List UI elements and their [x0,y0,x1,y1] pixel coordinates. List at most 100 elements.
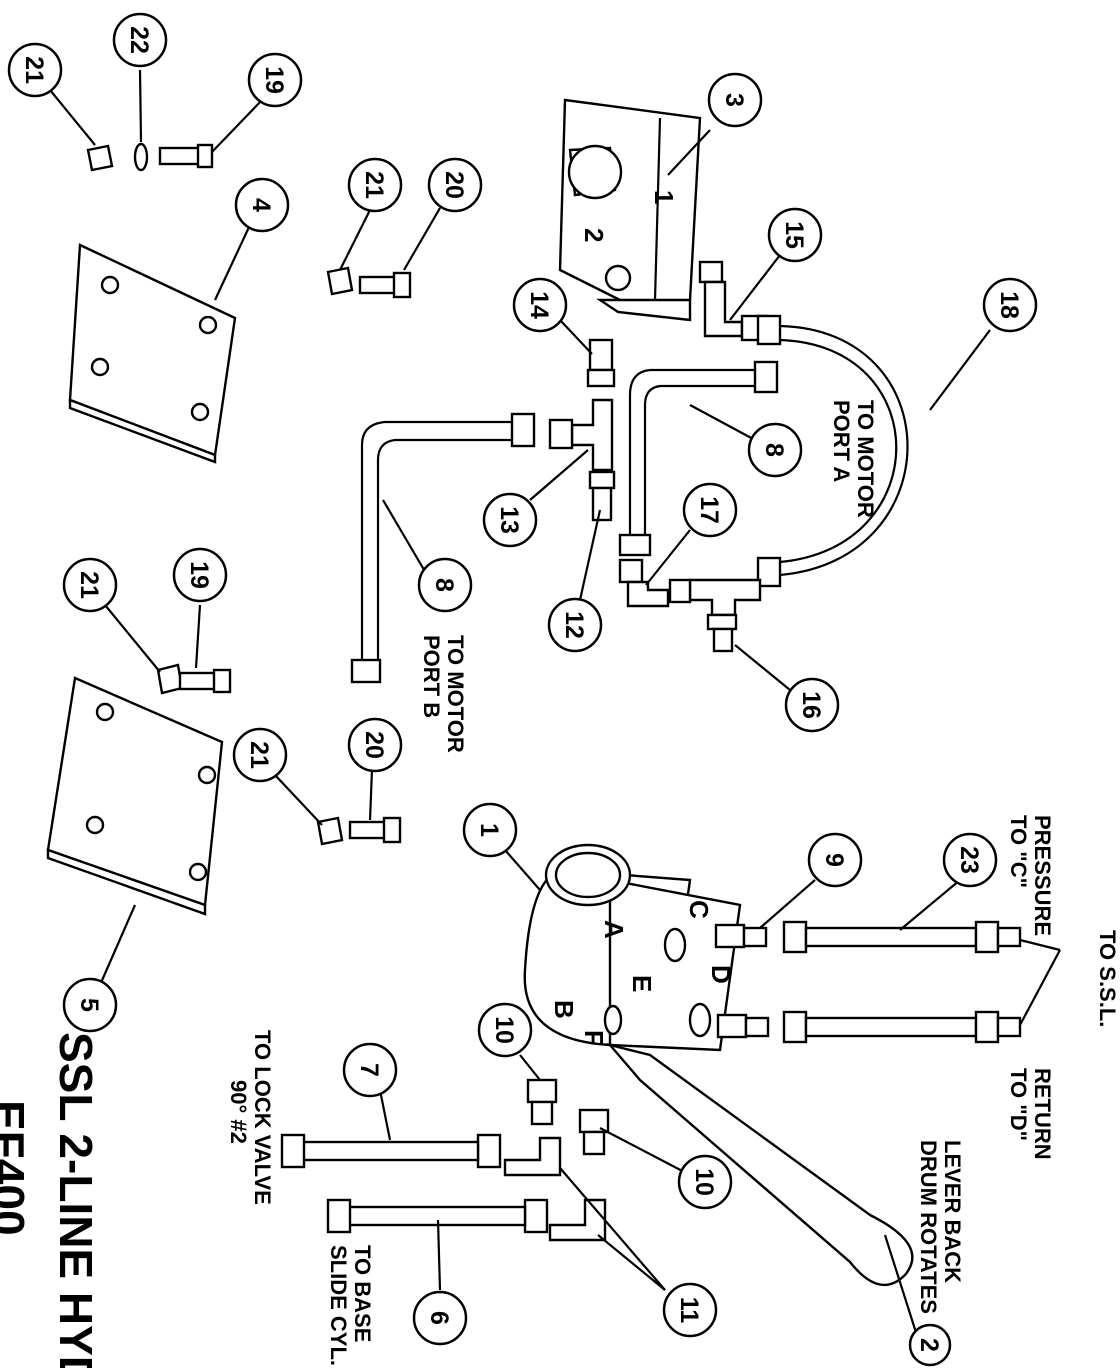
fitting-14 [586,338,616,388]
valve-block [558,98,702,322]
balloon-1: 1 [462,802,518,858]
balloon-18: 18 [982,277,1038,333]
balloon-label: 4 [247,198,275,212]
balloon-label: 21 [360,171,388,199]
balloon-label: 20 [360,731,388,759]
port-d-mark: D [706,965,736,984]
note-to-motor-port-b-line2: PORT B [419,635,444,718]
hose-7 [280,1133,502,1169]
balloon-label: 19 [185,561,213,589]
balloon-label: 15 [780,221,808,249]
balloon-8: 8 [747,422,803,478]
fitting-12 [588,470,616,522]
mounting-plate-5 [46,676,224,916]
fitting-10-left [526,1078,558,1126]
balloon-20: 20 [347,717,403,773]
port-c-mark: C [684,900,714,919]
block-mark-2: 2 [579,228,609,242]
balloon-6: 6 [412,1290,468,1346]
drawing-title: SSL 2-LINE HYD EF400 [0,1032,102,1368]
hose-8-upper [618,360,779,557]
note-to-ssl: TO S.S.L. [1095,930,1120,1027]
port-a-mark: A [599,920,629,939]
balloon-10: 10 [477,1002,533,1058]
part-geometry [46,98,1022,1286]
balloon-19: 19 [247,52,303,108]
balloon-11: 11 [662,1282,718,1338]
mounting-plate-4 [68,243,237,464]
balloon-label: 10 [490,1016,518,1044]
note-lock-valve-line2: 90° #2 [226,1080,251,1144]
balloon-20: 20 [427,157,483,213]
balloon-5: 5 [62,977,118,1033]
balloon-8: 8 [417,557,473,613]
note-lever-line1: LEVER BACK [940,1140,965,1283]
balloon-label: 20 [440,171,468,199]
balloon-21: 21 [62,557,118,613]
note-to-motor-port-a-line1: TO MOTOR [853,400,878,518]
balloon-16: 16 [784,677,840,733]
tee-13 [548,398,614,472]
balloon-9: 9 [807,832,863,888]
note-return-line2: TO "D" [1006,1068,1031,1141]
balloon-10: 10 [677,1154,733,1210]
balloon-21: 21 [232,727,288,783]
balloon-label: 17 [695,496,723,524]
balloon-label: 6 [425,1311,453,1325]
port-e-mark: E [627,975,657,992]
title-text: SSL 2-LINE HYD [50,1032,102,1368]
balloon-label: 10 [690,1168,718,1196]
balloon-4: 4 [234,177,290,233]
note-lever-line2: DRUM ROTATES [916,1140,941,1314]
note-pressure-line1: PRESSURE [1030,815,1055,936]
pressure-line-23 [714,920,1022,954]
hose-18 [756,314,909,588]
note-pressure-line2: TO "C" [1006,815,1031,888]
balloon-2: 2 [908,1323,952,1367]
balloon-label: 3 [720,93,748,107]
elbow-11-upper [503,1136,562,1177]
elbow-11-lower [548,1198,607,1242]
fitting-10-right [578,1108,610,1156]
note-to-motor-port-b-line1: TO MOTOR [443,635,468,753]
balloon-21: 21 [7,42,63,98]
part-balloons: 21 22 19 3 4 21 20 15 18 14 8 13 17 12 8… [7,12,1038,1367]
hose-8-lower [350,412,536,684]
balloon-22: 22 [112,12,168,68]
balloon-label: 7 [355,1063,383,1077]
balloon-label: 21 [75,571,103,599]
balloon-17: 17 [682,482,738,538]
hose-6 [326,1198,549,1234]
note-base-slide-line2: SLIDE CYL. [326,1245,351,1366]
fasteners [86,142,412,846]
balloon-label: 5 [75,998,103,1012]
port-b-mark: B [549,1000,579,1019]
balloon-label: 13 [495,506,523,534]
balloon-23: 23 [942,832,998,888]
balloon-3: 3 [707,72,763,128]
note-lock-valve-line1: TO LOCK VALVE [250,1030,275,1205]
balloon-19: 19 [172,547,228,603]
balloon-label: 18 [995,291,1023,319]
balloon-label: 8 [430,578,458,592]
note-to-motor-port-a-line2: PORT A [829,400,854,482]
note-base-slide-line1: TO BASE [350,1245,375,1342]
balloon-label: 11 [675,1297,703,1324]
elbow-15 [698,260,768,342]
valve-body-1 [523,843,914,1286]
balloon-label: 23 [955,846,983,874]
block-mark-1: 1 [649,190,679,204]
balloon-label: 12 [560,611,588,639]
balloon-label: 2 [915,1338,943,1352]
balloon-12: 12 [547,597,603,653]
return-line [716,1010,1022,1044]
elbow-17 [618,558,670,608]
balloon-7: 7 [342,1042,398,1098]
note-return-line1: RETURN [1030,1068,1055,1160]
balloon-label: 1 [475,823,503,837]
part-markings: 1 2 A B C D E F [549,190,736,1046]
balloon-label: 19 [260,66,288,94]
balloon-15: 15 [767,207,823,263]
balloon-label: 8 [760,443,788,457]
